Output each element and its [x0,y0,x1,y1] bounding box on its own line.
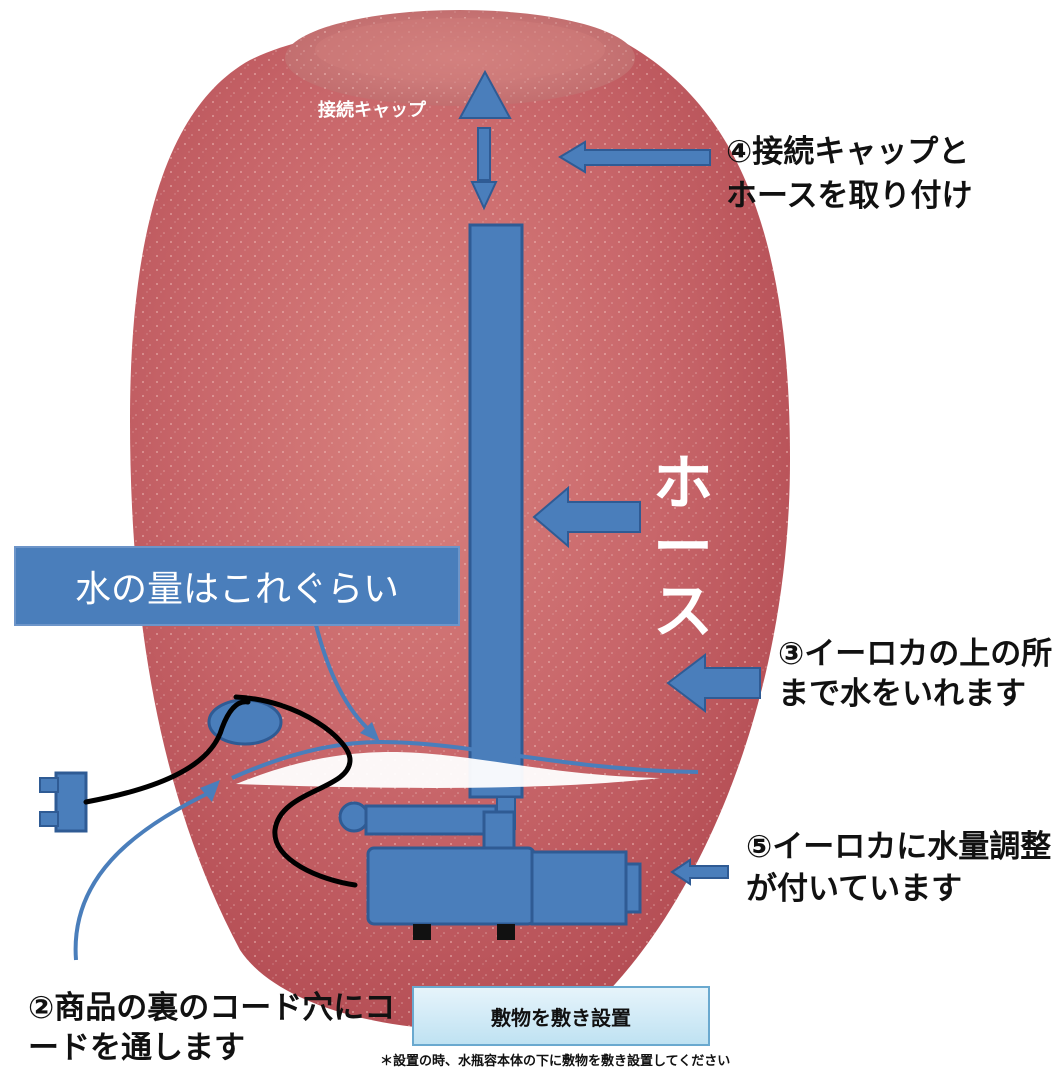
step3-label: ③イーロカの上の所まで水をいれます [778,634,1063,714]
step5-label: ⑤イーロカに水量調整が付いています [746,826,1063,910]
hose-label: ホース [648,452,718,644]
installation-note: ＊設置の時、水瓶容本体の下に敷物を敷き設置してください [380,1050,730,1069]
water-amount-callout: 水の量はこれぐらい [14,546,460,626]
step4-line1: ④接続キャップと [726,130,972,174]
hose-tube [470,225,522,797]
power-plug [40,773,86,831]
mat-install-box: 敷物を敷き設置 [412,986,710,1046]
step4-line2: ホースを取り付け [726,174,972,218]
connection-cap-label: 接続キャップ [318,96,426,122]
step2-label: ②商品の裏のコード穴にコードを通します [28,988,398,1068]
step4-label: ④接続キャップと ホースを取り付け [726,130,972,218]
